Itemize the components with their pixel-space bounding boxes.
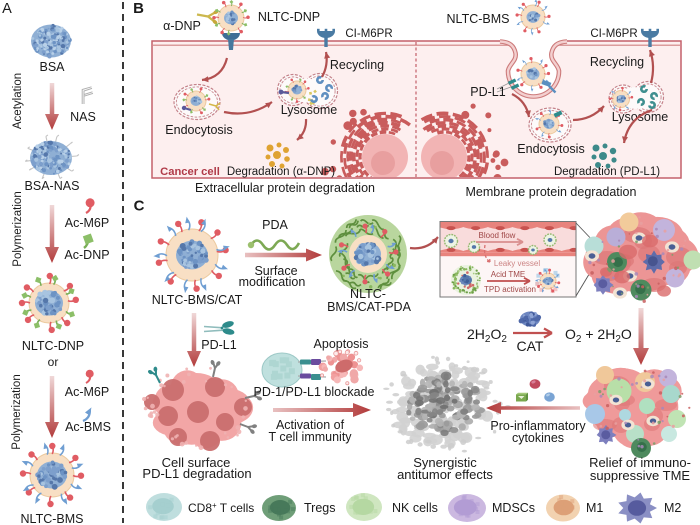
svg-text:Endocytosis: Endocytosis xyxy=(165,123,232,137)
svg-text:A: A xyxy=(2,1,12,17)
svg-text:NLTC-BMS: NLTC-BMS xyxy=(447,12,510,26)
svg-text:CI-M6PR: CI-M6PR xyxy=(345,28,392,40)
svg-text:Acid TME: Acid TME xyxy=(491,270,526,279)
svg-text:α-DNP: α-DNP xyxy=(163,19,201,33)
svg-text:NLTC-DNP: NLTC-DNP xyxy=(22,339,84,353)
svg-text:cytokines: cytokines xyxy=(512,431,564,445)
svg-text:Extracellular protein degradat: Extracellular protein degradation xyxy=(195,181,375,195)
svg-text:Degradation (α-DNP): Degradation (α-DNP) xyxy=(227,166,335,178)
svg-text:Recycling: Recycling xyxy=(330,58,384,72)
svg-text:PD-1/PD-L1 blockade: PD-1/PD-L1 blockade xyxy=(254,385,375,399)
svg-text:Polymerization: Polymerization xyxy=(12,191,24,266)
svg-text:M1: M1 xyxy=(586,501,603,515)
svg-text:B: B xyxy=(133,0,144,17)
svg-text:PD-L1: PD-L1 xyxy=(470,85,505,99)
svg-text:BSA-NAS: BSA-NAS xyxy=(25,179,80,193)
svg-text:Leaky vessel: Leaky vessel xyxy=(494,259,540,268)
svg-text:Tregs: Tregs xyxy=(304,501,336,515)
svg-text:Cell surface: Cell surface xyxy=(162,455,231,470)
svg-text:Relief of immuno-: Relief of immuno- xyxy=(589,455,691,470)
svg-text:Apoptosis: Apoptosis xyxy=(314,337,369,351)
svg-text:Surface: Surface xyxy=(254,264,297,278)
svg-text:CAT: CAT xyxy=(517,338,544,354)
svg-text:Lysosome: Lysosome xyxy=(281,103,338,117)
svg-text:NLTC-BMS: NLTC-BMS xyxy=(21,512,84,525)
svg-text:or: or xyxy=(48,355,59,369)
svg-text:Membrane protein degradation: Membrane protein degradation xyxy=(466,185,637,199)
svg-text:Acetylation: Acetylation xyxy=(12,73,24,129)
svg-text:Ac-M6P: Ac-M6P xyxy=(65,216,109,230)
svg-text:Activation of: Activation of xyxy=(276,418,345,432)
svg-text:Blood flow: Blood flow xyxy=(479,231,516,240)
svg-text:PDA: PDA xyxy=(262,218,288,232)
svg-text:TPD activation: TPD activation xyxy=(484,285,536,294)
svg-text:BSA: BSA xyxy=(39,60,65,74)
svg-text:Degradation (PD-L1): Degradation (PD-L1) xyxy=(554,166,660,178)
svg-text:Pro-inflammatory: Pro-inflammatory xyxy=(490,419,586,433)
svg-text:NLTC-: NLTC- xyxy=(350,287,386,301)
svg-text:BMS/CAT-PDA: BMS/CAT-PDA xyxy=(327,300,411,314)
svg-text:antitumor effects: antitumor effects xyxy=(397,467,493,482)
svg-text:NLTC-BMS/CAT: NLTC-BMS/CAT xyxy=(152,293,243,307)
svg-text:Ac-DNP: Ac-DNP xyxy=(64,248,109,262)
svg-text:Recycling: Recycling xyxy=(590,55,644,69)
svg-text:NLTC-DNP: NLTC-DNP xyxy=(258,10,320,24)
svg-text:Endocytosis: Endocytosis xyxy=(517,142,584,156)
svg-text:NK cells: NK cells xyxy=(392,501,438,515)
svg-text:MDSCs: MDSCs xyxy=(492,501,535,515)
svg-text:CI-M6PR: CI-M6PR xyxy=(590,28,637,40)
svg-text:M2: M2 xyxy=(664,501,681,515)
svg-text:PD-L1 degradation: PD-L1 degradation xyxy=(142,466,251,481)
svg-text:Polymerization: Polymerization xyxy=(11,374,23,449)
svg-text:CD8+ T cells: CD8+ T cells xyxy=(188,501,254,515)
svg-text:Cancer cell: Cancer cell xyxy=(160,166,220,178)
svg-text:2H2O2: 2H2O2 xyxy=(467,326,507,345)
svg-text:NAS: NAS xyxy=(70,110,96,124)
svg-text:O2 + 2H2O: O2 + 2H2O xyxy=(565,326,632,345)
svg-text:modification: modification xyxy=(239,275,306,289)
svg-text:Ac-BMS: Ac-BMS xyxy=(65,420,111,434)
svg-text:C: C xyxy=(134,198,145,215)
svg-text:Ac-M6P: Ac-M6P xyxy=(65,385,109,399)
svg-text:PD-L1: PD-L1 xyxy=(201,338,236,352)
svg-text:suppressive TME: suppressive TME xyxy=(590,468,691,483)
svg-text:T cell immunity: T cell immunity xyxy=(268,430,352,444)
svg-text:Synergistic: Synergistic xyxy=(413,455,477,470)
